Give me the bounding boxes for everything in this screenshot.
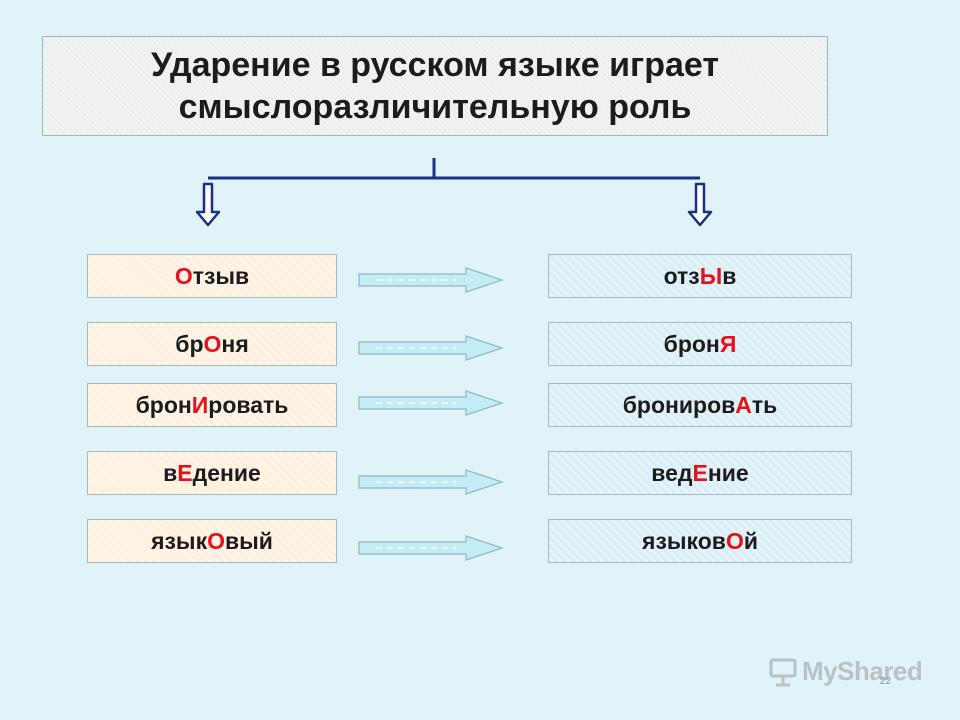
word-part: вед bbox=[651, 459, 693, 486]
word-part: ть bbox=[751, 391, 778, 418]
word-part: брон bbox=[135, 391, 192, 418]
stressed-letter: Ы bbox=[699, 262, 723, 289]
right-arrow-icon bbox=[358, 335, 504, 361]
right-arrow-icon bbox=[358, 390, 504, 416]
down-arrow-right-icon bbox=[687, 182, 713, 227]
title-line-1: Ударение в русском языке играет bbox=[150, 46, 719, 84]
presentation-board-icon bbox=[769, 658, 797, 686]
word-part: й bbox=[743, 527, 758, 554]
stressed-letter: Я bbox=[719, 330, 737, 357]
right-arrow-icon bbox=[358, 469, 504, 495]
title-line-2: смыслоразличительную роль bbox=[178, 88, 692, 126]
word-part: языков bbox=[642, 527, 726, 554]
page-number: 22 bbox=[880, 676, 892, 687]
word-part: в bbox=[722, 262, 737, 289]
right-arrow-icon bbox=[358, 535, 504, 561]
logo-brand-text: MyShared bbox=[802, 656, 923, 686]
word-part: тзыв bbox=[192, 262, 250, 289]
stressed-letter: Е bbox=[177, 459, 193, 486]
right-arrow-icon bbox=[358, 267, 504, 293]
word-part: в bbox=[163, 459, 178, 486]
down-arrow-left-icon bbox=[195, 182, 221, 227]
word-part: язык bbox=[151, 527, 208, 554]
word-part: ня bbox=[221, 330, 249, 357]
myshared-logo: MyShared bbox=[768, 656, 923, 687]
stressed-letter: Е bbox=[692, 459, 708, 486]
stressed-letter: А bbox=[735, 391, 752, 418]
word-part: вый bbox=[224, 527, 273, 554]
word-part: брониров bbox=[622, 391, 736, 418]
stressed-letter: О bbox=[203, 330, 222, 357]
title-box: Ударение в русском языке играет смыслора… bbox=[42, 36, 828, 136]
word-part: отз bbox=[663, 262, 700, 289]
stressed-letter: О bbox=[725, 527, 744, 554]
stressed-letter: И bbox=[191, 391, 209, 418]
word-part: ние bbox=[707, 459, 749, 486]
branch-connector bbox=[195, 158, 713, 227]
stressed-letter: О bbox=[174, 262, 193, 289]
word-part: брон bbox=[663, 330, 720, 357]
stressed-letter: О bbox=[207, 527, 225, 554]
word-part: дение bbox=[192, 459, 261, 486]
word-part: ровать bbox=[208, 391, 289, 418]
word-part: бр bbox=[175, 330, 204, 357]
